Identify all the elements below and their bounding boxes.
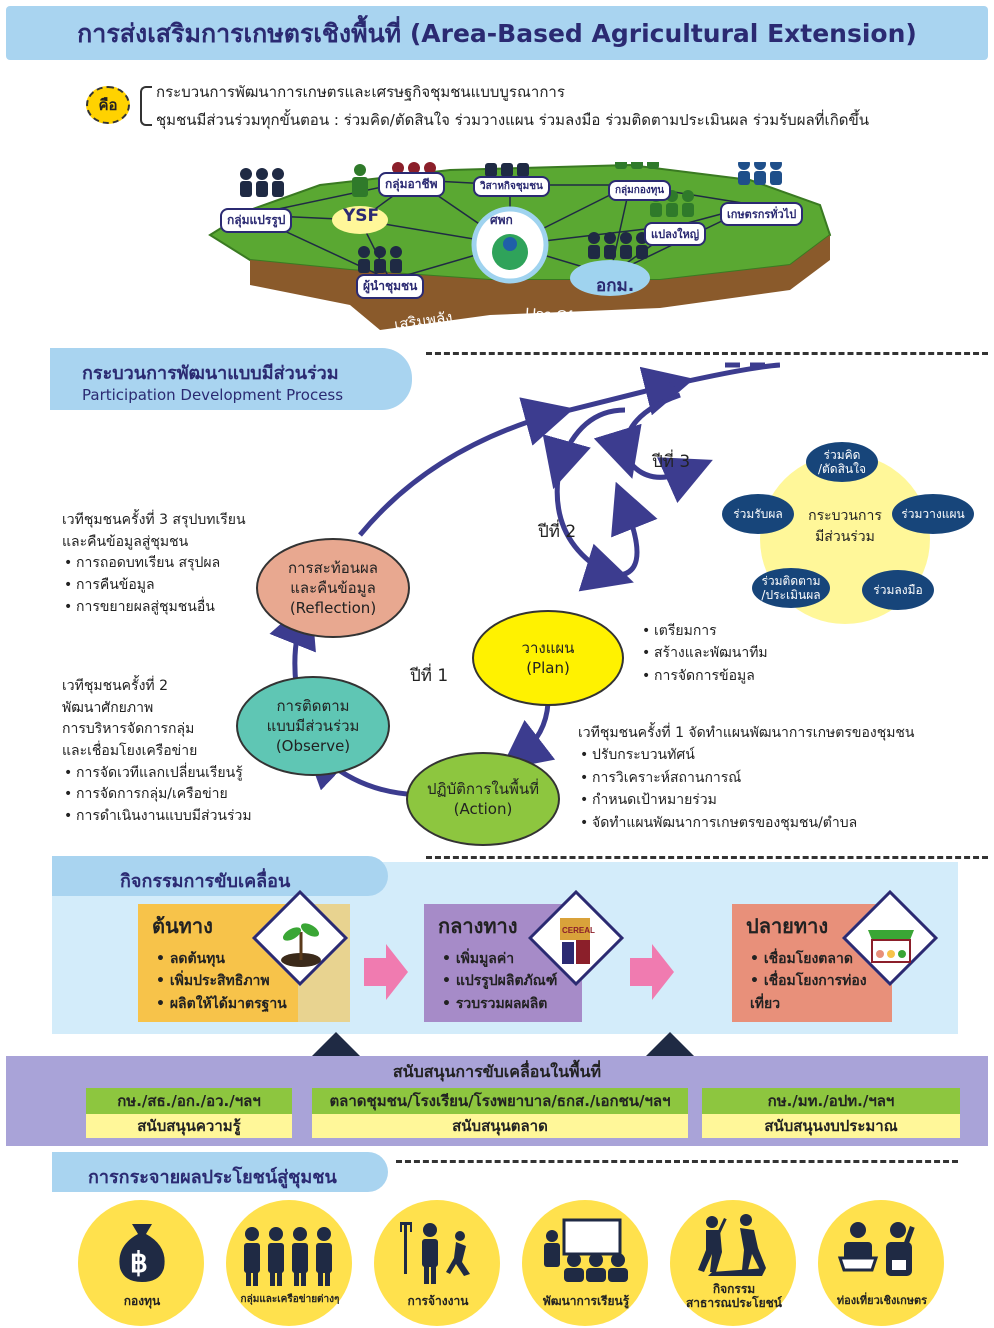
farmer-icon [352,164,368,197]
svg-text:CEREAL: CEREAL [562,926,595,935]
support-agencies-knowledge: กษ./สธ./อก./อว./ฯลฯ [86,1088,292,1114]
people-icon [485,163,529,177]
year-2-label: ปีที่ 2 [538,522,577,542]
forum-3-notes: เวทีชุมชนครั้งที่ 3 สรุปบทเรียน และคืนข้… [62,510,246,618]
benefit-public-label: กิจกรรม สาธารณประโยชน์ [685,1282,783,1311]
mini-node-monitor: ร่วมติดตาม/ประเมินผล [752,568,830,608]
support-title: สนับสนุนการขับเคลื่อนในพื้นที่ [392,1062,602,1081]
benefit-employment-label: การจ้างงาน [407,1294,469,1308]
arrow-right-icon [630,944,674,1000]
definition-line-2: ชุมชนมีส่วนร่วมทุกขั้นตอน : ร่วมคิด/ตัดส… [156,111,870,129]
tourism-icon [837,1222,915,1276]
arrow-year2-loop [542,407,658,592]
up-arrow-icon [640,1032,700,1062]
participation-subtitle: Participation Development Process [82,386,344,404]
group-label-ysf: YSF [343,206,380,226]
people-icon [358,246,402,273]
forum-2-notes: เวทีชุมชนครั้งที่ 2 พัฒนาศักยภาพ การบริห… [62,676,252,828]
center-hub-label: ศพก [490,213,513,227]
definition-bracket [140,86,152,126]
benefits-header [52,1152,388,1192]
people-icon [738,162,782,185]
page-title: การส่งเสริมการเกษตรเชิงพื้นที่ (Area-Bas… [77,19,917,48]
action-node: ปฏิบัติการในพื้นที่ (Action) [406,752,560,846]
plan-notes: เตรียมการ สร้างและพัฒนาทีม การจัดการข้อม… [640,620,768,688]
arrow-right-icon [364,944,408,1000]
participation-header [50,348,412,410]
section-divider [396,1160,958,1163]
public-work-icon [698,1214,766,1276]
seedling-icon [281,923,321,967]
group-label-large-plot: แปลงใหญ่ [644,222,707,246]
svg-text:฿: ฿ [130,1247,148,1278]
year-3-label: ปีที่ 3 [652,452,691,472]
benefits-title: การกระจายผลประโยชน์สู่ชุมชน [88,1167,337,1188]
benefit-fund-label: กองทุน [123,1294,161,1308]
mini-node-plan: ร่วมวางแผน [892,494,974,534]
support-agencies-budget: กษ./มท./อปท./ฯลฯ [702,1088,960,1114]
mini-node-act: ร่วมลงมือ [862,570,934,610]
plan-node: วางแผน (Plan) [472,610,624,706]
arrow-plan-to-action [500,702,556,771]
group-label-processing: กลุ่มแปรรูป [220,208,293,233]
arrow-reflection-up [358,366,695,537]
benefit-learning-label: พัฒนาการเรียนรู้ [542,1294,630,1308]
group-label-akm: อกม. [596,276,635,296]
support-type-market: สนับสนุนตลาด [312,1114,688,1138]
group-label-enterprise: วิสาหกิจชุมชน [473,176,550,197]
activities-title: กิจกรรมการขับเคลื่อน [120,871,291,892]
center-hub-emblem [492,234,528,270]
definition-line-1: กระบวนการพัฒนาการเกษตรและเศรษฐกิจชุมชนแบ… [156,83,565,101]
product-package-icon: CEREAL [560,918,595,964]
mini-node-receive: ร่วมรับผล [722,494,794,534]
people-icon [240,168,284,197]
people-icon [650,190,694,217]
support-type-budget: สนับสนุนงบประมาณ [702,1114,960,1138]
mini-node-think: ร่วมคิด/ตัดสินใจ [806,442,878,482]
section-divider [426,856,988,859]
people-icon [588,232,648,259]
group-label-community-leader: ผู้นำชุมชน [356,274,425,299]
arrow-year3-loop [593,392,713,503]
classroom-icon [544,1218,628,1282]
base-right-label: Use Of output [525,305,619,328]
market-stall-icon [868,930,914,963]
group-label-fund: กลุ่มกองทุน [608,180,672,201]
group-label-occupation: กลุ่มอาชีพ [378,172,445,197]
money-bag-icon: ฿ [119,1224,165,1282]
title-banner [6,6,988,60]
support-agencies-market: ตลาดชุมชน/โรงเรียน/โรงพยาบาล/ธกส./เอกชน/… [312,1088,688,1114]
benefit-tourism [818,1200,944,1326]
group-people-icon [244,1227,332,1286]
activities-header [52,856,388,896]
reflection-node: การสะท้อนผล และคืนข้อมูล (Reflection) [256,538,410,638]
year-1-label: ปีที่ 1 [410,666,449,686]
benefit-groups-label: กลุ่มและเครือข่ายต่างๆ [240,1294,340,1305]
mini-cycle-center: กระบวนการ มีส่วนร่วม [808,508,882,545]
participation-title: กระบวนการพัฒนาแบบมีส่วนร่วม [82,363,339,384]
section-divider [426,352,988,355]
definition-badge: คือ [86,86,130,124]
observe-node: การติดตาม แบบมีส่วนร่วม (Observe) [236,676,390,776]
support-type-knowledge: สนับสนุนความรู้ [86,1114,292,1138]
forum-1-notes: เวทีชุมชนครั้งที่ 1 จัดทำแผนพัฒนาการเกษต… [578,722,915,834]
benefit-tourism-label: ท่องเที่ยวเชิงเกษตร [836,1294,928,1307]
arrow-to-next-year [669,362,780,388]
group-label-farmers: เกษตรกรทั่วไป [720,202,804,226]
up-arrow-icon [306,1032,366,1062]
farm-worker-icon [400,1222,470,1284]
people-icon [615,162,659,169]
island-soil [250,235,830,330]
benefit-public [670,1200,796,1326]
